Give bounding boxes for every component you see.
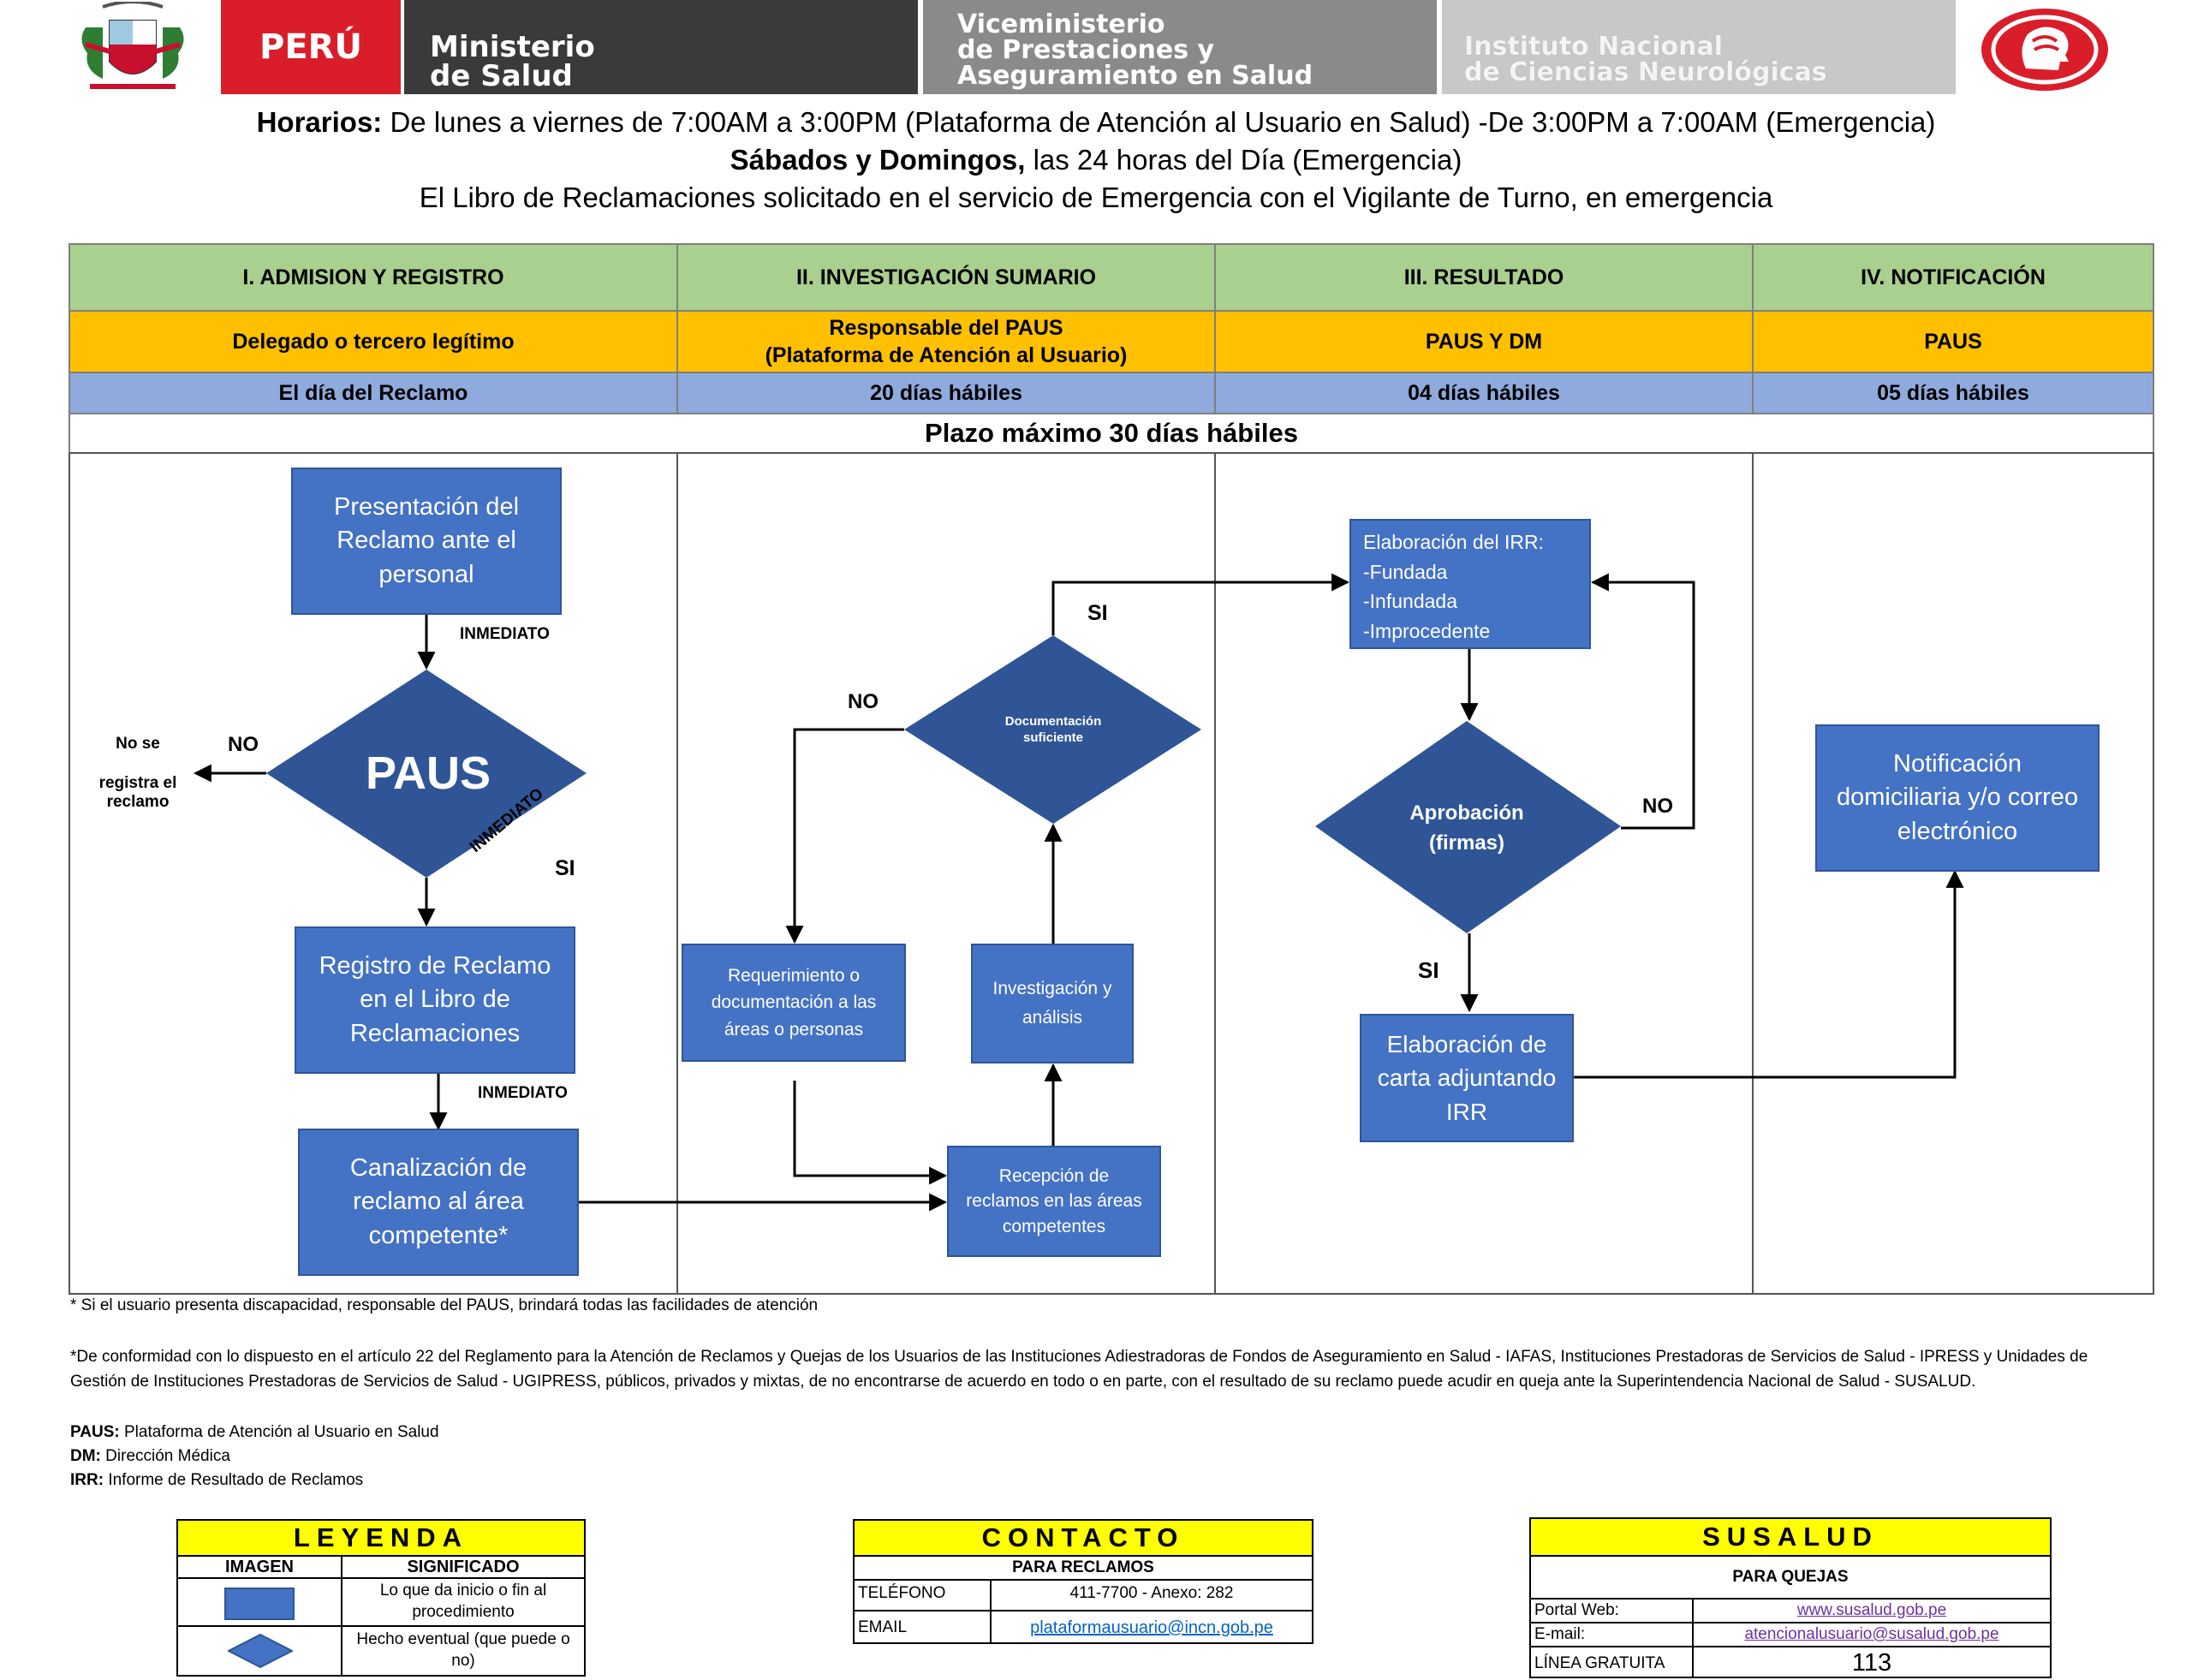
column-divider-3 <box>1752 452 1754 1295</box>
column-divider-1 <box>676 452 678 1295</box>
paus-si-label: SI <box>555 856 575 880</box>
max-term-row: Plazo máximo 30 días hábiles <box>68 413 2154 454</box>
stage-title-1: I. ADMISION Y REGISTRO <box>68 243 678 312</box>
schedule-weekend-label: Sábados y Domingos, <box>730 144 1026 176</box>
no-se-registra-label: No se registra el reclamo <box>98 735 177 812</box>
ministry-banner: Ministerio de Salud <box>401 0 918 94</box>
schedule-line-3: El Libro de Reclamaciones solicitado en … <box>419 182 1773 213</box>
susalud-email-link[interactable]: atencionalusuario@susalud.gob.pe <box>1694 1623 2050 1647</box>
registro-box: Registro de Reclamo en el Libro de Recla… <box>295 926 575 1074</box>
abbrev-irr: IRR: Informe de Resultado de Reclamos <box>70 1471 364 1489</box>
contact-phone-value: 411-7700 - Anexo: 282 <box>992 1581 1312 1611</box>
susalud-free-label: LÍNEA GRATUITA <box>1531 1647 1694 1677</box>
paus-no-label: NO <box>228 733 259 756</box>
paus-diamond-label: PAUS <box>365 748 491 799</box>
stage-owner-2: Responsable del PAUS (Plataforma de Aten… <box>676 310 1216 373</box>
documentacion-diamond-label: Documentación suficiente <box>1004 713 1102 746</box>
aprobacion-no-label: NO <box>1642 795 1673 818</box>
inmediato-label-1: INMEDIATO <box>460 625 550 643</box>
aprobacion-si-label: SI <box>1418 957 1439 983</box>
contact-email-link[interactable]: plataformausuario@incn.gob.pe <box>1030 1618 1273 1637</box>
stage-time-2: 20 días hábiles <box>676 372 1216 414</box>
legend-rect-meaning: Lo que da inicio o fin al procedimiento <box>342 1579 584 1627</box>
legend-rect-swatch <box>224 1588 295 1620</box>
notificacion-box: Notificación domiciliaria y/o correo ele… <box>1815 724 2100 872</box>
stage-title-3: III. RESULTADO <box>1214 243 1754 312</box>
legend-diamond-cell <box>178 1627 342 1675</box>
contact-email-label: EMAIL <box>855 1611 992 1642</box>
legend-diamond-swatch <box>228 1634 293 1668</box>
abbrev-dm: DM: Dirección Médica <box>70 1447 230 1465</box>
flow-area <box>68 452 2154 1295</box>
documentacion-diamond <box>904 635 1201 824</box>
susalud-email-label: E-mail: <box>1531 1623 1694 1647</box>
stage-owner-1: Delegado o tercero legítimo <box>68 310 678 373</box>
column-divider-2 <box>1214 452 1216 1295</box>
arrow-carta-notificacion <box>1574 869 1964 1079</box>
incn-logo-icon <box>1981 9 2108 91</box>
peru-banner: PERÚ <box>221 0 401 94</box>
elaboracion-carta-box: Elaboración de carta adjuntando IRR <box>1360 1014 1574 1142</box>
susalud-subtitle: PARA QUEJAS <box>1531 1557 2050 1600</box>
recepcion-box: Recepción de reclamos en las áreas compe… <box>947 1146 1161 1257</box>
viceministry-banner: Viceministerio de Prestaciones y Asegura… <box>923 0 1437 94</box>
legend-col-meaning: SIGNIFICADO <box>342 1557 584 1579</box>
susalud-web-label: Portal Web: <box>1531 1600 1694 1623</box>
header-banner: PERÚ Ministerio de Salud Viceministerio … <box>68 0 2192 96</box>
abbrev-paus: PAUS: Plataforma de Atención al Usuario … <box>70 1423 439 1441</box>
documentacion-si-label: SI <box>1087 601 1108 625</box>
arrow-documentacion-si <box>1051 573 1350 635</box>
presentacion-box: Presentación del Reclamo ante el persona… <box>291 468 562 615</box>
contact-table: CONTACTO PARA RECLAMOS TELÉFONO 411-7700… <box>853 1519 1313 1644</box>
arrow-aprobacion-no <box>1590 573 1695 830</box>
peru-coat-of-arms-icon <box>81 2 184 89</box>
investigacion-box: Investigación y análisis <box>971 944 1134 1063</box>
stage-time-4: 05 días hábiles <box>1752 372 2154 414</box>
inmediato-label-3: INMEDIATO <box>478 1084 568 1102</box>
institute-line-2: de Ciencias Neurológicas <box>1464 57 1827 87</box>
aprobacion-diamond-label: Aprobación (firmas) <box>1409 801 1524 855</box>
canalizacion-box: Canalización de reclamo al área competen… <box>298 1129 579 1276</box>
viceministry-line-1: Viceministerio <box>957 9 1165 39</box>
ministry-line-2: de Salud <box>430 59 573 93</box>
documentacion-no-label: NO <box>848 690 879 713</box>
disability-note: * Si el usuario presenta discapacidad, r… <box>70 1296 819 1314</box>
viceministry-line-2: de Prestaciones y <box>957 35 1215 65</box>
susalud-free-value: 113 <box>1851 1649 1892 1677</box>
stage-title-2: II. INVESTIGACIÓN SUMARIO <box>676 243 1216 312</box>
contact-title: CONTACTO <box>855 1521 1312 1557</box>
schedule-weekday-text: De lunes a viernes de 7:00AM a 3:00PM (P… <box>382 106 1936 138</box>
schedule-weekend-text: las 24 horas del Día (Emergencia) <box>1025 144 1462 176</box>
institute-banner: Instituto Nacional de Ciencias Neurológi… <box>1442 0 1956 94</box>
contact-subtitle: PARA RECLAMOS <box>855 1557 1312 1581</box>
stage-owner-4: PAUS <box>1752 310 2154 373</box>
contact-phone-label: TELÉFONO <box>855 1581 992 1611</box>
aprobacion-diamond <box>1315 721 1621 933</box>
elaboracion-irr-box: Elaboración del IRR: -Fundada -Infundada… <box>1349 519 1591 649</box>
susalud-title: SUSALUD <box>1531 1519 2050 1557</box>
susalud-table: SUSALUD PARA QUEJAS Portal Web: www.susa… <box>1529 1517 2052 1678</box>
institute-line-1: Instituto Nacional <box>1464 32 1724 62</box>
legend-col-image: IMAGEN <box>178 1557 342 1579</box>
legend-rect-cell <box>178 1579 342 1627</box>
stage-time-3: 04 días hábiles <box>1214 372 1754 414</box>
legal-note: *De conformidad con lo dispuesto en el a… <box>70 1348 2088 1391</box>
schedule-hours-label: Horarios: <box>256 106 383 138</box>
legend-table: LEYENDA IMAGEN SIGNIFICADO Lo que da ini… <box>176 1519 586 1677</box>
schedule-line-1: Horarios: De lunes a viernes de 7:00AM a… <box>0 106 2192 139</box>
peru-label: PERÚ <box>259 27 362 67</box>
requerimiento-box: Requerimiento o documentación a las área… <box>682 944 906 1062</box>
viceministry-line-3: Aseguramiento en Salud <box>957 61 1313 91</box>
stage-title-4: IV. NOTIFICACIÓN <box>1752 243 2154 312</box>
susalud-web-link[interactable]: www.susalud.gob.pe <box>1694 1600 2050 1623</box>
arrow-recepcion-requerimiento <box>793 1081 948 1185</box>
schedule-line-2: Sábados y Domingos, las 24 horas del Día… <box>0 144 2192 176</box>
legend-diamond-meaning: Hecho eventual (que puede o no) <box>356 1630 570 1670</box>
ministry-line-1: Ministerio <box>430 30 595 64</box>
legend-title: LEYENDA <box>178 1521 584 1557</box>
arrow-documentacion-no <box>785 728 904 944</box>
paus-diamond <box>266 670 587 878</box>
